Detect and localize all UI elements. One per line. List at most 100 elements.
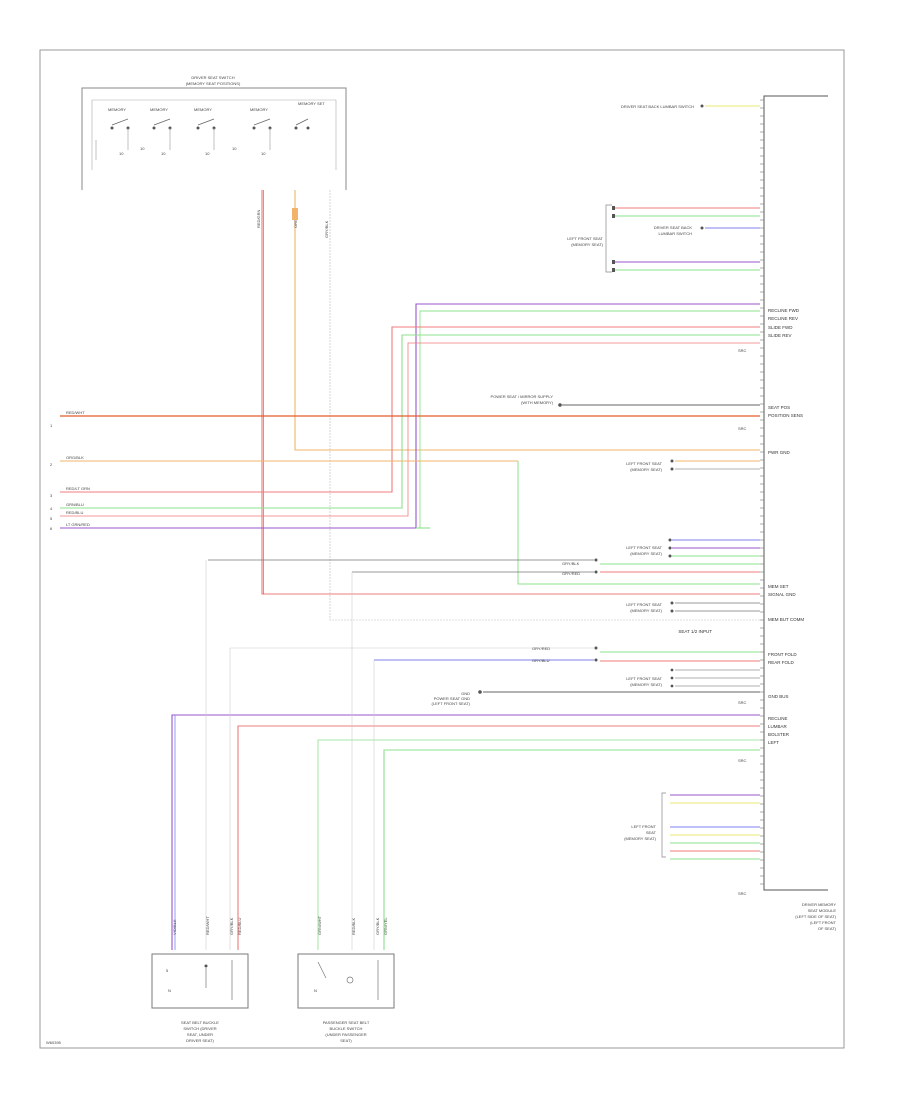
seat-motor-wires (60, 303, 760, 529)
ecu-pin-label: BOLSTER (768, 732, 790, 737)
connector-sub: (MEMORY SEAT) (630, 608, 662, 613)
lumbar-switch-connector: DRIVER SEAT BACK LUMBAR SWITCH (621, 104, 760, 109)
connector-sub: (MEMORY SEAT) (630, 551, 662, 556)
power-supply-notes: POWER SEAT / MIRROR SUPPLY (WITH MEMORY) (491, 394, 760, 407)
ecu-note: POWER SEAT / MIRROR SUPPLY (491, 394, 554, 399)
svg-text:GRY/BLU: GRY/BLU (532, 658, 550, 663)
buckle-caption: DRIVER SEAT) (186, 1038, 214, 1043)
left-inputs: 1 2 3 4 5 6 RED/WHT ORG/BLK RED/LT GRN G… (50, 410, 760, 585)
ecu-pin-label: MEM BUT COMM (768, 617, 804, 622)
input-wire-label: ORG/BLK (66, 455, 84, 460)
switch-label: MEMORY (250, 107, 268, 112)
buckle-caption: SEAT BELT BUCKLE (181, 1020, 219, 1025)
driver-memory-seat-module: RECLINE FWD RECLINE REV SLIDE FWD SLIDE … (678, 95, 837, 931)
ecu-pin-label: GND BUS (768, 694, 789, 699)
buckle-wire-label: RED/WHT (205, 916, 210, 935)
ecu-name: SEAT MODULE (808, 908, 837, 913)
buckle-caption: SEAT, UNDER (187, 1032, 213, 1037)
memory-switch-3: MEMORY 10 (194, 107, 216, 156)
svg-text:N: N (314, 988, 317, 993)
svg-text:10: 10 (261, 151, 266, 156)
svg-text:LEFT FRONT: LEFT FRONT (631, 824, 656, 829)
input-wire-label: RED/LT GRN (66, 486, 90, 491)
svg-text:SEAT: SEAT (646, 830, 657, 835)
input-wire-label: LT GRN/RED (66, 522, 90, 527)
svg-text:3: 3 (50, 493, 53, 498)
diagram-frame (39, 49, 845, 1049)
input-wire-label: RED/BLU (66, 510, 83, 515)
ecu-lower-connector: LEFT FRONT SEAT (MEMORY SEAT) (624, 792, 760, 860)
driver-seat-switch-pack: DRIVER SEAT SWITCH (MEMORY SEAT POSITION… (81, 75, 347, 190)
svg-text:GRY/RED: GRY/RED (562, 571, 580, 576)
ecu-pin-label: LEFT (768, 740, 779, 745)
ecu-pin-label: RECLINE (768, 716, 788, 721)
ecu-pin-label: SEAT 1/2 INPUT (678, 629, 712, 634)
wire-label: RED/GRN (256, 209, 261, 228)
svg-text:GND: GND (461, 691, 470, 696)
left-front-seat-connector-4: LEFT FRONT SEAT (MEMORY SEAT) (626, 601, 760, 613)
svg-text:5: 5 (166, 968, 169, 973)
svg-text:SRC: SRC (738, 348, 747, 353)
connector-name: DRIVER SEAT BACK LUMBAR SWITCH (621, 104, 694, 109)
switch-label: MEMORY SET (298, 101, 325, 106)
buckle-wire-label: GRN/YEL (383, 917, 388, 935)
ecu-pin-label: REAR FOLD (768, 660, 795, 665)
buckle-switch-wires (171, 560, 760, 950)
svg-text:POWER SEAT GND: POWER SEAT GND (434, 696, 470, 701)
ecu-name: DRIVER MEMORY (802, 902, 836, 907)
ecu-name: (LEFT SIDE OF SEAT) (795, 914, 836, 919)
svg-text:SRC: SRC (738, 758, 747, 763)
memory-switch-2: MEMORY 10 (150, 107, 172, 156)
buckle-wire-label: GRN/WHT (317, 915, 322, 935)
svg-text:(LEFT FRONT SEAT): (LEFT FRONT SEAT) (432, 701, 471, 706)
buckle-caption: SWITCH (DRIVER (183, 1026, 216, 1031)
svg-text:SRC: SRC (738, 426, 747, 431)
buckle-wire-label: GRY/BLK (375, 917, 380, 935)
connector-name: LEFT FRONT SEAT (626, 461, 662, 466)
ecu-pin-label: SLIDE FWD (768, 325, 793, 330)
switch-pack-wires: RED/GRN ORG/BLK GRY/BLK (256, 190, 760, 621)
ecu-pin-label: SEAT POS (768, 405, 790, 410)
connector-sub: (MEMORY SEAT) (630, 682, 662, 687)
buckle-wire-label: RED/BLK (351, 918, 356, 935)
svg-text:10: 10 (119, 151, 124, 156)
switch-label: MEMORY (150, 107, 168, 112)
passenger-buckle-switch: N GRN/WHT RED/BLK GRY/BLK GRN/YEL PASSEN… (297, 915, 395, 1043)
ecu-pin-label: MEM SET (768, 584, 789, 589)
svg-text:4: 4 (50, 506, 53, 511)
ecu-pin-label: SIGNAL GND (768, 592, 796, 597)
driver-buckle-switch: 5 N VIO/BLK RED/WHT GRY/BLK RED/BLU SEAT… (151, 916, 249, 1043)
svg-text:SRC: SRC (738, 700, 747, 705)
ecu-pin-label: SLIDE REV (768, 333, 792, 338)
ecu-pin-label: RECLINE FWD (768, 308, 800, 313)
svg-text:DRIVER SEAT BACK: DRIVER SEAT BACK (654, 225, 693, 230)
svg-text:GRY/BLK: GRY/BLK (562, 561, 580, 566)
svg-text:GRY/RED: GRY/RED (532, 646, 550, 651)
buckle-caption: SEAT) (340, 1038, 352, 1043)
connector-name: LEFT FRONT SEAT (626, 545, 662, 550)
switch-pack-subtitle: (MEMORY SEAT POSITIONS) (186, 81, 241, 86)
input-wire-label: GRN/BLU (66, 502, 84, 507)
ecu-pin-label: FRONT FOLD (768, 652, 797, 657)
memory-set-switch: MEMORY SET (294, 101, 325, 130)
ecu-pin-label: LUMBAR (768, 724, 788, 729)
svg-text:SRC: SRC (738, 891, 747, 896)
buckle-caption: (UNDER PASSENGER (325, 1032, 366, 1037)
svg-text:N: N (168, 988, 171, 993)
ecu-pin-ticks (760, 99, 764, 885)
svg-text:6: 6 (50, 526, 53, 531)
svg-text:10: 10 (232, 146, 237, 151)
ecu-name: OF SEAT) (818, 926, 837, 931)
svg-text:LUMBAR SWITCH: LUMBAR SWITCH (658, 231, 692, 236)
switch-pack-title: DRIVER SEAT SWITCH (191, 75, 234, 80)
switch-label: MEMORY (194, 107, 212, 112)
lower-wires: GRY/RED GRY/BLU LEFT FRONT SEAT (MEMORY … (230, 646, 760, 706)
memory-switch-4: MEMORY 10 (250, 107, 272, 156)
svg-text:5: 5 (50, 516, 53, 521)
ecu-note: (WITH MEMORY) (521, 400, 554, 405)
connector-sub: (MEMORY SEAT) (630, 467, 662, 472)
page-ref: W60395 (46, 1040, 62, 1045)
svg-text:10: 10 (161, 151, 166, 156)
buckle-wire-label: RED/BLU (237, 918, 242, 935)
